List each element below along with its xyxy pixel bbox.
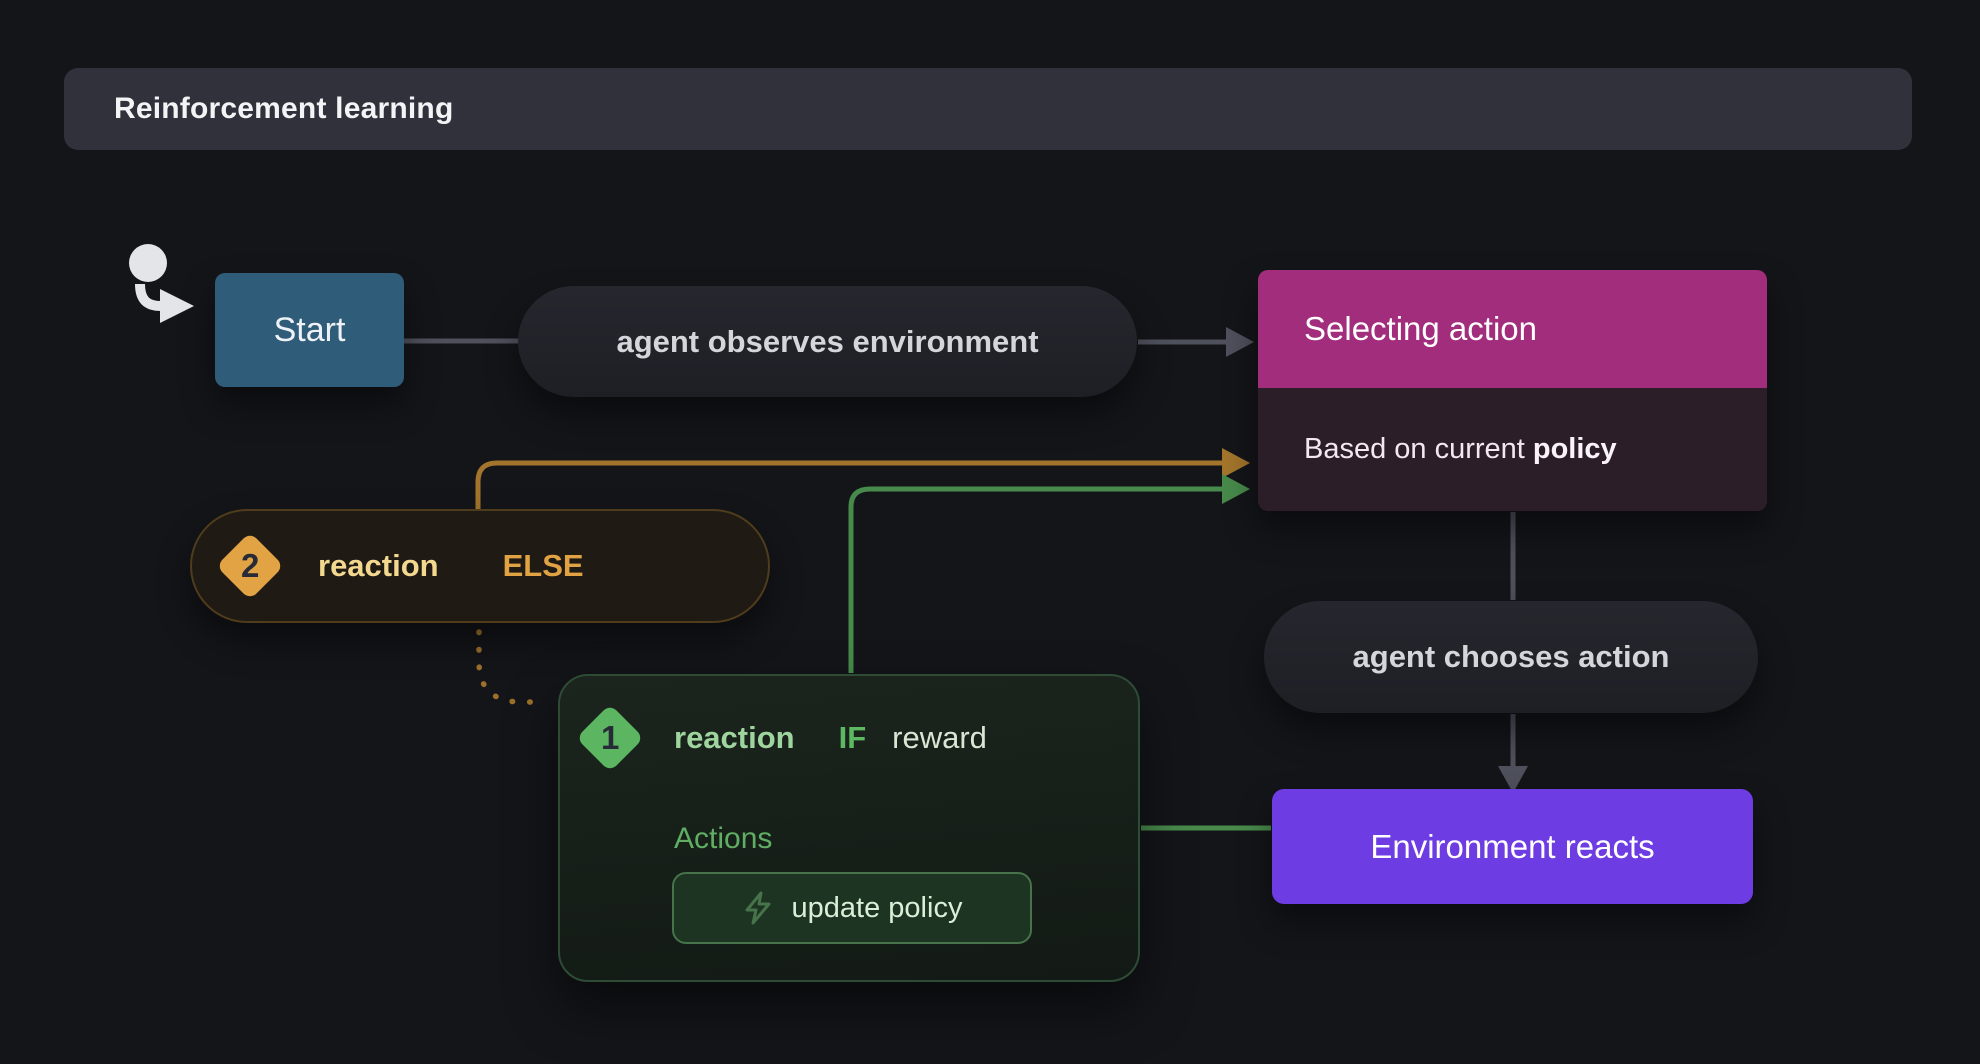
actions-section-label: Actions [674,822,773,855]
node-agent-chooses-label: agent chooses action [1352,639,1670,674]
reaction1-header-row: 1 reaction IF reward [576,704,987,772]
subtitle-prefix: Based on current [1304,433,1525,465]
node-start-label: Start [273,310,346,349]
connector-reaction2-to-selecting [475,460,1222,510]
arrowhead-observe-to-selecting [1226,327,1254,357]
node-agent-chooses[interactable]: agent chooses action [1264,601,1758,713]
node-environment-reacts-label: Environment reacts [1370,827,1655,865]
reaction2-badge-number: 2 [240,546,260,584]
node-selecting-action[interactable]: Selecting action Based on current policy [1258,270,1767,511]
node-agent-observes[interactable]: agent observes environment [518,286,1137,397]
node-selecting-action-header: Selecting action [1258,270,1767,388]
node-reaction-else[interactable]: 2 reaction ELSE [190,509,770,623]
reaction1-keyword-if: IF [838,720,867,755]
lightning-icon [745,891,771,925]
node-selecting-action-subtitle: Based on current policy [1258,388,1767,511]
subtitle-policy-bold: policy [1532,433,1617,465]
reaction2-name: reaction [318,548,439,583]
reaction1-badge-number: 1 [600,718,620,756]
arrowhead-choose-to-environment [1498,766,1528,793]
update-policy-button-label: update policy [791,891,963,924]
node-reaction-if[interactable]: 1 reaction IF reward Actions update poli… [558,674,1140,982]
update-policy-button[interactable]: update policy [672,872,1032,944]
connector-reaction2-to-reaction1-dotted [476,629,547,705]
arrowhead-reaction1-to-selecting [1222,474,1250,504]
node-start[interactable]: Start [215,273,404,387]
diamond-1-icon: 1 [576,704,644,772]
reaction1-condition: reward [892,720,987,755]
connector-reaction1-to-selecting [848,486,1222,673]
node-selecting-action-title: Selecting action [1304,310,1537,347]
workflow-title-bar: Reinforcement learning [64,68,1912,150]
diamond-2-icon: 2 [216,532,284,600]
reaction1-name: reaction [674,720,795,755]
arrowhead-reaction2-to-selecting [1222,448,1250,478]
node-agent-observes-label: agent observes environment [616,323,1039,359]
start-cursor-icon [129,244,194,323]
reaction2-keyword-else: ELSE [502,548,584,583]
node-environment-reacts[interactable]: Environment reacts [1272,789,1753,904]
workflow-title: Reinforcement learning [114,92,454,125]
